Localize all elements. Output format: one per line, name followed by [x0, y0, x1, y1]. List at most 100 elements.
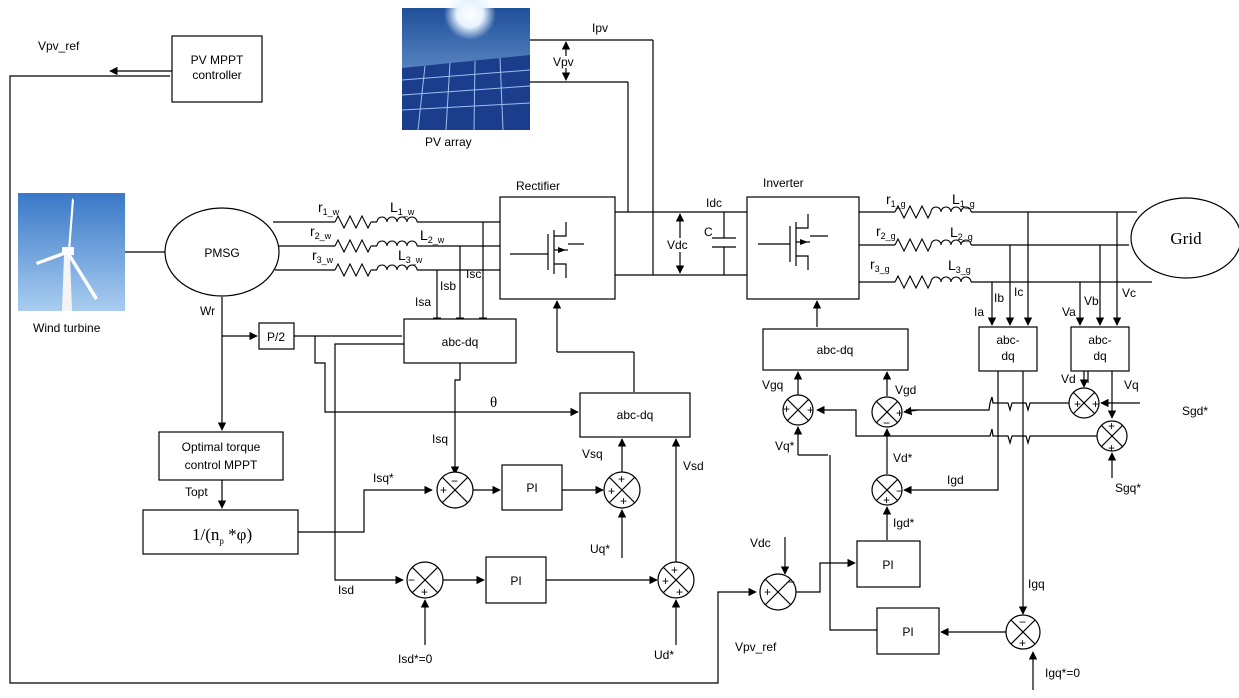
sum-junction-vgq: + + [782, 394, 814, 426]
svg-text:+: + [618, 472, 625, 486]
ud-label: Ud* [654, 648, 674, 662]
ic-label: Ic [1014, 285, 1023, 299]
r3w-label: r3_w [312, 247, 334, 265]
vpv-label: Vpv [553, 55, 574, 69]
gain-block [142, 509, 299, 555]
vpv-ref-top-label: Vpv_ref [38, 39, 80, 53]
sum-junction-sgd: + + [1068, 387, 1100, 419]
optimal-torque-block [158, 431, 284, 481]
isq-label: Isq [432, 432, 448, 446]
opt-label-2: control MPPT [185, 458, 258, 472]
opt-label-1: Optimal torque [182, 440, 261, 454]
sum-junction-igq: − + [1005, 614, 1041, 650]
vgq-label: Vgq [762, 378, 783, 392]
svg-text:+: + [1092, 397, 1099, 411]
abc-dq-gen-label: abc-dq [442, 335, 479, 349]
sum-junction-igd: − + [871, 474, 903, 507]
svg-text:−: − [883, 416, 890, 430]
rectifier-switch-symbol [510, 222, 584, 278]
abc-dq-rect-label: abc-dq [617, 408, 654, 422]
sum-junction-vdc: + − [759, 573, 797, 611]
isb-label: Isb [440, 279, 456, 293]
isa-label: Isa [415, 295, 431, 309]
svg-text:+: + [440, 483, 447, 497]
sum-junction-vgd: + − [871, 396, 903, 430]
svg-text:+: + [883, 493, 890, 507]
pi-block-igd [856, 540, 921, 588]
pi-igq-label: PI [902, 625, 913, 639]
vdc-label: Vdc [667, 238, 688, 252]
svg-text:−: − [451, 474, 458, 488]
isd-ref-label: Isd*=0 [398, 652, 433, 666]
svg-text:−: − [896, 484, 903, 498]
vdc-ref-label: Vdc [750, 536, 771, 550]
svg-text:+: + [807, 403, 814, 417]
r2g-label: r2_g [876, 223, 896, 241]
r1w-label: r1_w [318, 199, 340, 217]
pmsg-label: PMSG [204, 246, 239, 260]
isq-ref-label: Isq* [373, 471, 394, 485]
svg-text:+: + [676, 585, 683, 599]
inverter-block [746, 196, 860, 300]
isc-label: Isc [466, 267, 481, 281]
svg-text:+: + [671, 563, 678, 577]
vpv-ref-bottom-label: Vpv_ref [735, 640, 777, 654]
abc-dq-voltage-label-1: abc- [1088, 333, 1111, 347]
igq-ref-label: Igq*=0 [1045, 666, 1080, 680]
wind-turbine-label: Wind turbine [33, 321, 101, 335]
grid-label: Grid [1170, 229, 1202, 248]
svg-text:+: + [608, 484, 615, 498]
pmsg-generator [164, 207, 280, 297]
grid-rl-lines [859, 204, 1152, 290]
svg-text:+: + [783, 402, 790, 416]
va-label: Va [1062, 305, 1076, 319]
svg-text:+: + [1019, 636, 1026, 650]
pi-block-isd [485, 556, 547, 604]
l3g-label: L3_g [948, 257, 971, 275]
svg-text:+: + [896, 406, 903, 420]
svg-text:−: − [1019, 615, 1026, 629]
pv-mppt-label: PV MPPT [191, 53, 244, 67]
generator-rl-lines [273, 214, 500, 278]
pv-array-image [401, 0, 531, 131]
vq-ref-label: Vq* [775, 439, 795, 453]
r1g-label: r1_g [886, 191, 906, 209]
abc-dq-block-voltage [1070, 326, 1130, 372]
vq-label: Vq [1124, 378, 1139, 392]
sum-junction-vsd: + + + [657, 561, 695, 599]
vc-label: Vc [1122, 286, 1136, 300]
uq-label: Uq* [590, 542, 610, 556]
vd-label: Vd [1061, 372, 1076, 386]
capacitor-label: C [704, 225, 713, 239]
pv-mppt-label-2: controller [192, 68, 241, 82]
pv-array-label: PV array [425, 135, 472, 149]
abc-dq-inv-label: abc-dq [817, 343, 854, 357]
sum-junction-isd: − + [406, 561, 444, 599]
abc-dq-voltage-label-2: dq [1093, 349, 1106, 363]
svg-text:+: + [421, 585, 428, 599]
sgd-label: Sgd* [1182, 404, 1208, 418]
sum-junction-sgq: + + [1096, 419, 1128, 455]
svg-text:−: − [408, 573, 415, 587]
vd-ref-label: Vd* [893, 451, 913, 465]
abc-dq-block-generator [403, 318, 517, 364]
l1g-label: L1_g [952, 191, 975, 209]
pi-isq-label: PI [526, 481, 537, 495]
svg-text:+: + [662, 574, 669, 588]
inverter-switch-symbol [758, 214, 828, 270]
ipv-label: Ipv [592, 21, 608, 35]
p2-block [258, 322, 295, 350]
theta-label: θ [490, 395, 497, 411]
sgq-label: Sgq* [1115, 481, 1141, 495]
ia-label: Ia [974, 305, 984, 319]
vgd-label: Vgd [895, 383, 916, 397]
l2w-label: L2_w [420, 227, 445, 245]
ib-label: Ib [994, 291, 1004, 305]
grid-circle [1130, 197, 1239, 279]
r2w-label: r2_w [310, 223, 332, 241]
wr-label: Wr [200, 304, 215, 318]
wind-turbine-image [18, 193, 125, 311]
idc-label: Idc [706, 196, 722, 210]
isd-label: Isd [338, 583, 354, 597]
